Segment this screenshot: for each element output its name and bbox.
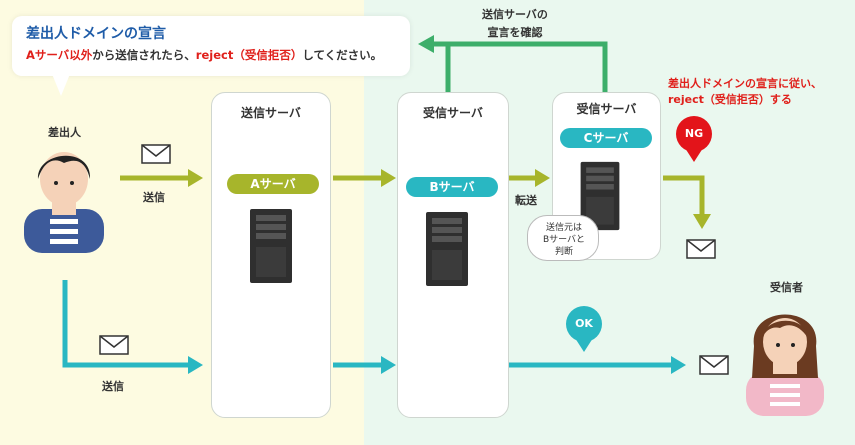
server-a-pill: Aサーバ <box>227 174 319 194</box>
ng-pin-tail <box>685 148 703 162</box>
ng-note-line2: reject（受信拒否）する <box>668 93 792 106</box>
ok-pin-tail <box>575 338 593 352</box>
domain-declaration-callout <box>12 16 410 76</box>
callout-body-red: Aサーバ以外 <box>26 48 93 62</box>
server-tower-icon <box>580 161 620 231</box>
ng-pin: NG <box>676 116 712 152</box>
judgement-cloud <box>527 215 599 261</box>
teal-arrows <box>62 280 672 368</box>
callout-title: 差出人ドメインの宣言 <box>26 26 166 42</box>
verify-arrow <box>432 41 608 94</box>
send-server-title: 送信サーバ <box>241 106 301 120</box>
receiver-label: 受信者 <box>770 281 803 294</box>
callout-tail <box>52 74 70 96</box>
forward-label: 転送 <box>515 194 537 207</box>
ok-pin: OK <box>566 306 602 342</box>
server-c-pill: Cサーバ <box>560 128 652 148</box>
mail-icon <box>141 144 171 164</box>
sender-person-icon <box>24 152 104 253</box>
send-label-bottom: 送信 <box>102 380 124 393</box>
ng-note-line1: 差出人ドメインの宣言に従い、 <box>668 77 822 90</box>
cloud-line3: 判断 <box>554 247 573 257</box>
recv-server-c-title: 受信サーバ <box>576 102 637 116</box>
mail-icon <box>686 239 716 259</box>
olive-arrows <box>120 175 705 215</box>
verify-label: 送信サーバの 宣言を確認 <box>470 6 560 42</box>
cloud-line1: 送信元は <box>545 223 582 233</box>
cloud-line2: Bサーバと <box>542 235 586 245</box>
verify-label-line2: 宣言を確認 <box>487 26 543 39</box>
judgement-cloud-text: 送信元は Bサーバと 判断 <box>532 222 596 258</box>
recv-server-b-title: 受信サーバ <box>423 106 483 120</box>
server-tower-icon <box>426 212 468 286</box>
callout-body: Aサーバ以外から送信されたら、reject（受信拒否）してください。 <box>26 47 382 63</box>
callout-body-end: してください。 <box>302 48 383 62</box>
send-label-top: 送信 <box>143 191 165 204</box>
receiver-person-icon <box>746 314 824 416</box>
verify-label-line1: 送信サーバの <box>482 8 548 21</box>
server-b-pill: Bサーバ <box>406 177 498 197</box>
server-tower-icon <box>250 209 292 283</box>
callout-body-red2: reject（受信拒否） <box>195 48 303 62</box>
mail-icon <box>699 355 729 375</box>
mail-icon <box>99 335 129 355</box>
sender-label: 差出人 <box>48 126 81 139</box>
verify-arrow-head <box>418 35 434 53</box>
callout-body-mid: から送信されたら、 <box>92 48 196 62</box>
ng-note: 差出人ドメインの宣言に従い、 reject（受信拒否）する <box>668 76 822 108</box>
